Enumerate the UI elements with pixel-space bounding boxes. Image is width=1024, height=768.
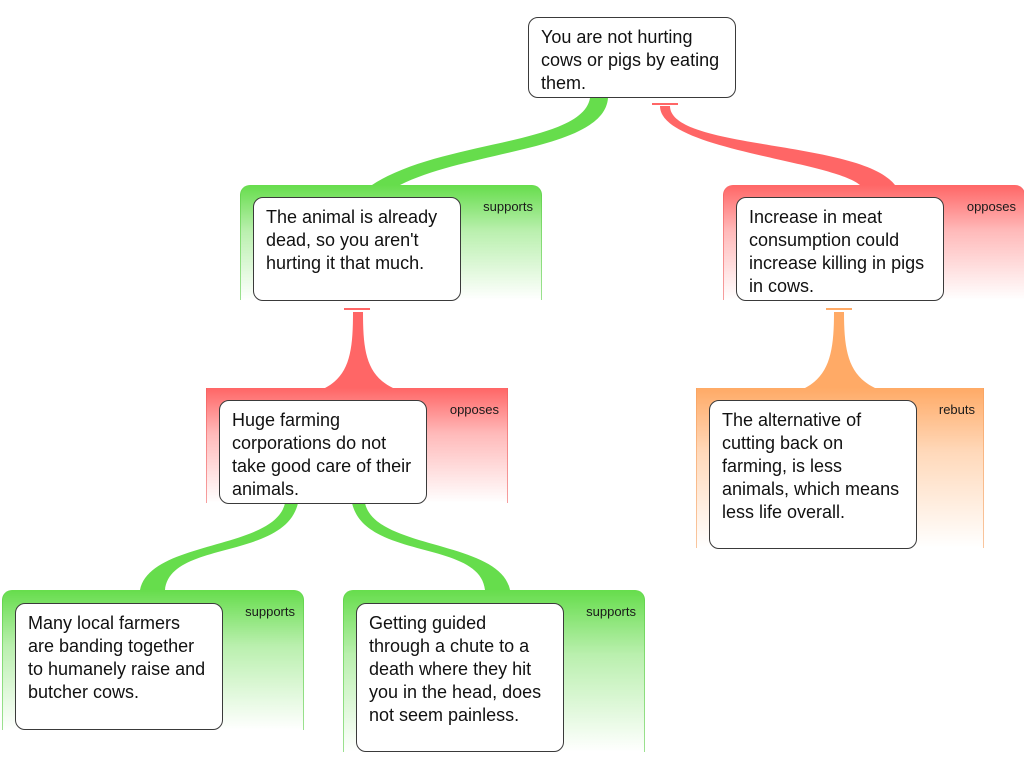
relation-label-node-5: supports [586, 604, 636, 619]
relation-label-node-3: rebuts [938, 402, 975, 417]
root-claim-box[interactable]: You are not hurting cows or pigs by eati… [528, 17, 736, 98]
claim-box-node-1[interactable]: Increase in meat consumption could incre… [736, 197, 944, 301]
claim-box-node-4[interactable]: Many local farmers are banding together … [15, 603, 223, 730]
claim-box-node-0[interactable]: The animal is already dead, so you aren'… [253, 197, 461, 301]
claim-box-node-5[interactable]: Getting guided through a chute to a deat… [356, 603, 564, 752]
connector-root-to-node-0 [372, 98, 608, 185]
relation-label-node-2: opposes [449, 402, 499, 417]
connector-node-2-to-node-4 [140, 503, 298, 590]
connector-root-to-node-1 [660, 106, 895, 185]
connector-node-2-to-node-5 [352, 503, 510, 590]
connector-node-0-to-node-2 [325, 312, 393, 388]
relation-label-node-0: supports [483, 199, 533, 214]
connector-node-1-to-node-3 [805, 312, 875, 388]
relation-label-node-1: opposes [966, 199, 1016, 214]
claim-box-node-2[interactable]: Huge farming corporations do not take go… [219, 400, 427, 504]
claim-box-node-3[interactable]: The alternative of cutting back on farmi… [709, 400, 917, 549]
relation-label-node-4: supports [245, 604, 295, 619]
